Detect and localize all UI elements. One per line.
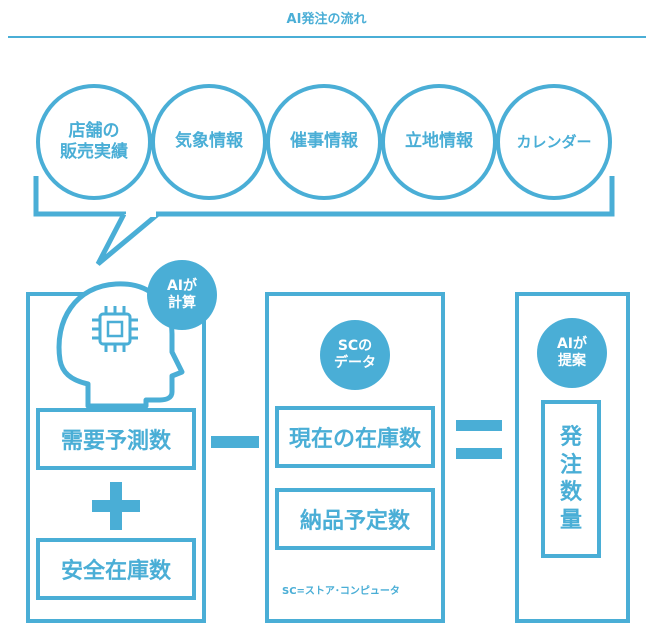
badge-label: AIが 計算 xyxy=(166,278,198,311)
ai-proposal-badge: AIが 提案 xyxy=(537,318,607,388)
scheduled-delivery-box: 納品予定数 xyxy=(275,488,435,550)
ai-calculate-badge: AIが 計算 xyxy=(147,260,217,330)
input-location: 立地情報 xyxy=(381,84,497,200)
badge-label: SCの データ xyxy=(334,338,376,371)
equals-sign-top xyxy=(456,420,502,431)
stock-label: 現在の在庫数 xyxy=(288,427,421,452)
input-label: 催事情報 xyxy=(290,131,358,152)
safety-stock-box: 安全在庫数 xyxy=(36,538,196,600)
demand-label: 需要予測数 xyxy=(60,429,171,454)
scheduled-label: 納品予定数 xyxy=(299,509,410,534)
input-events: 催事情報 xyxy=(266,84,382,200)
diagram-title: AI発注の流れ xyxy=(286,12,367,27)
safety-label: 安全在庫数 xyxy=(60,559,171,584)
input-label: 店舗の 販売実績 xyxy=(60,120,128,162)
current-stock-box: 現在の在庫数 xyxy=(275,406,435,468)
title-underline xyxy=(8,36,646,38)
order-quantity-label: 発 注 数 量 xyxy=(559,425,582,533)
equals-sign-bottom xyxy=(456,448,502,459)
badge-label: AIが 提案 xyxy=(556,336,588,369)
input-sales-record: 店舗の 販売実績 xyxy=(36,84,152,200)
sc-data-badge: SCの データ xyxy=(320,320,390,390)
input-label: カレンダー xyxy=(516,132,592,151)
input-weather: 気象情報 xyxy=(151,84,267,200)
order-quantity-box: 発 注 数 量 xyxy=(541,400,601,558)
plus-sign-vertical xyxy=(110,482,122,530)
input-calendar: カレンダー xyxy=(496,84,612,200)
demand-forecast-box: 需要予測数 xyxy=(36,408,196,470)
minus-sign xyxy=(211,436,259,448)
input-label: 気象情報 xyxy=(175,131,243,152)
sc-footnote: SC=ストア･コンピュータ xyxy=(282,586,400,597)
input-label: 立地情報 xyxy=(405,131,473,152)
